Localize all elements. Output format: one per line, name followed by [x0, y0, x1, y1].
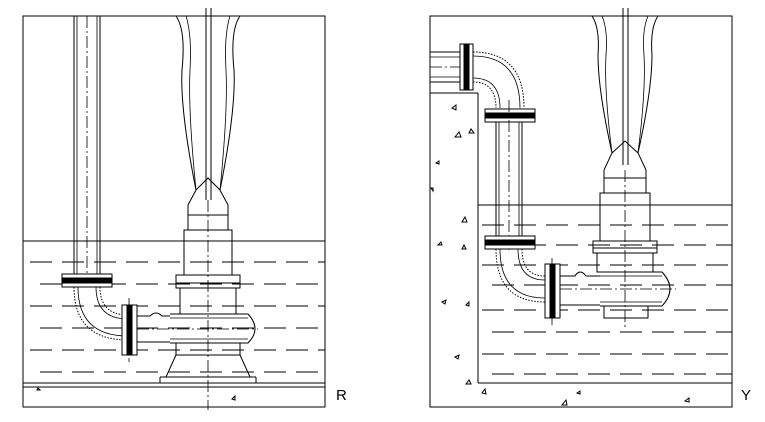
diagram-label-r: R [336, 387, 347, 404]
pump-body-r [159, 200, 257, 410]
diagram-y [429, 8, 733, 408]
lifting-handle-y [591, 8, 659, 178]
pipe-flange-r [61, 273, 113, 288]
inlet-flange-r [121, 298, 138, 362]
pipe-flange-y-top [484, 108, 536, 123]
top-elbow-y [472, 51, 525, 109]
outlet-pipe-y [430, 43, 474, 91]
aggregate-marks-r [36, 387, 236, 401]
pump-inlet-y [560, 271, 676, 319]
pit-r-frame [22, 15, 326, 408]
vertical-pipe-y [495, 100, 523, 250]
pipe-flange-y-bottom [484, 235, 536, 250]
pit-y-frame [429, 15, 733, 408]
diagram-label-y: Y [741, 387, 752, 404]
pump-inlet-r [137, 312, 258, 344]
inlet-flange-y [544, 258, 561, 325]
lifting-handle-r [175, 8, 241, 215]
discharge-pipe-r [73, 16, 101, 285]
elbow-r [73, 286, 129, 341]
diagram-r [22, 8, 326, 410]
aggregate-marks-y [430, 104, 690, 406]
pump-body-y [592, 170, 658, 330]
bottom-elbow-y [495, 248, 546, 303]
